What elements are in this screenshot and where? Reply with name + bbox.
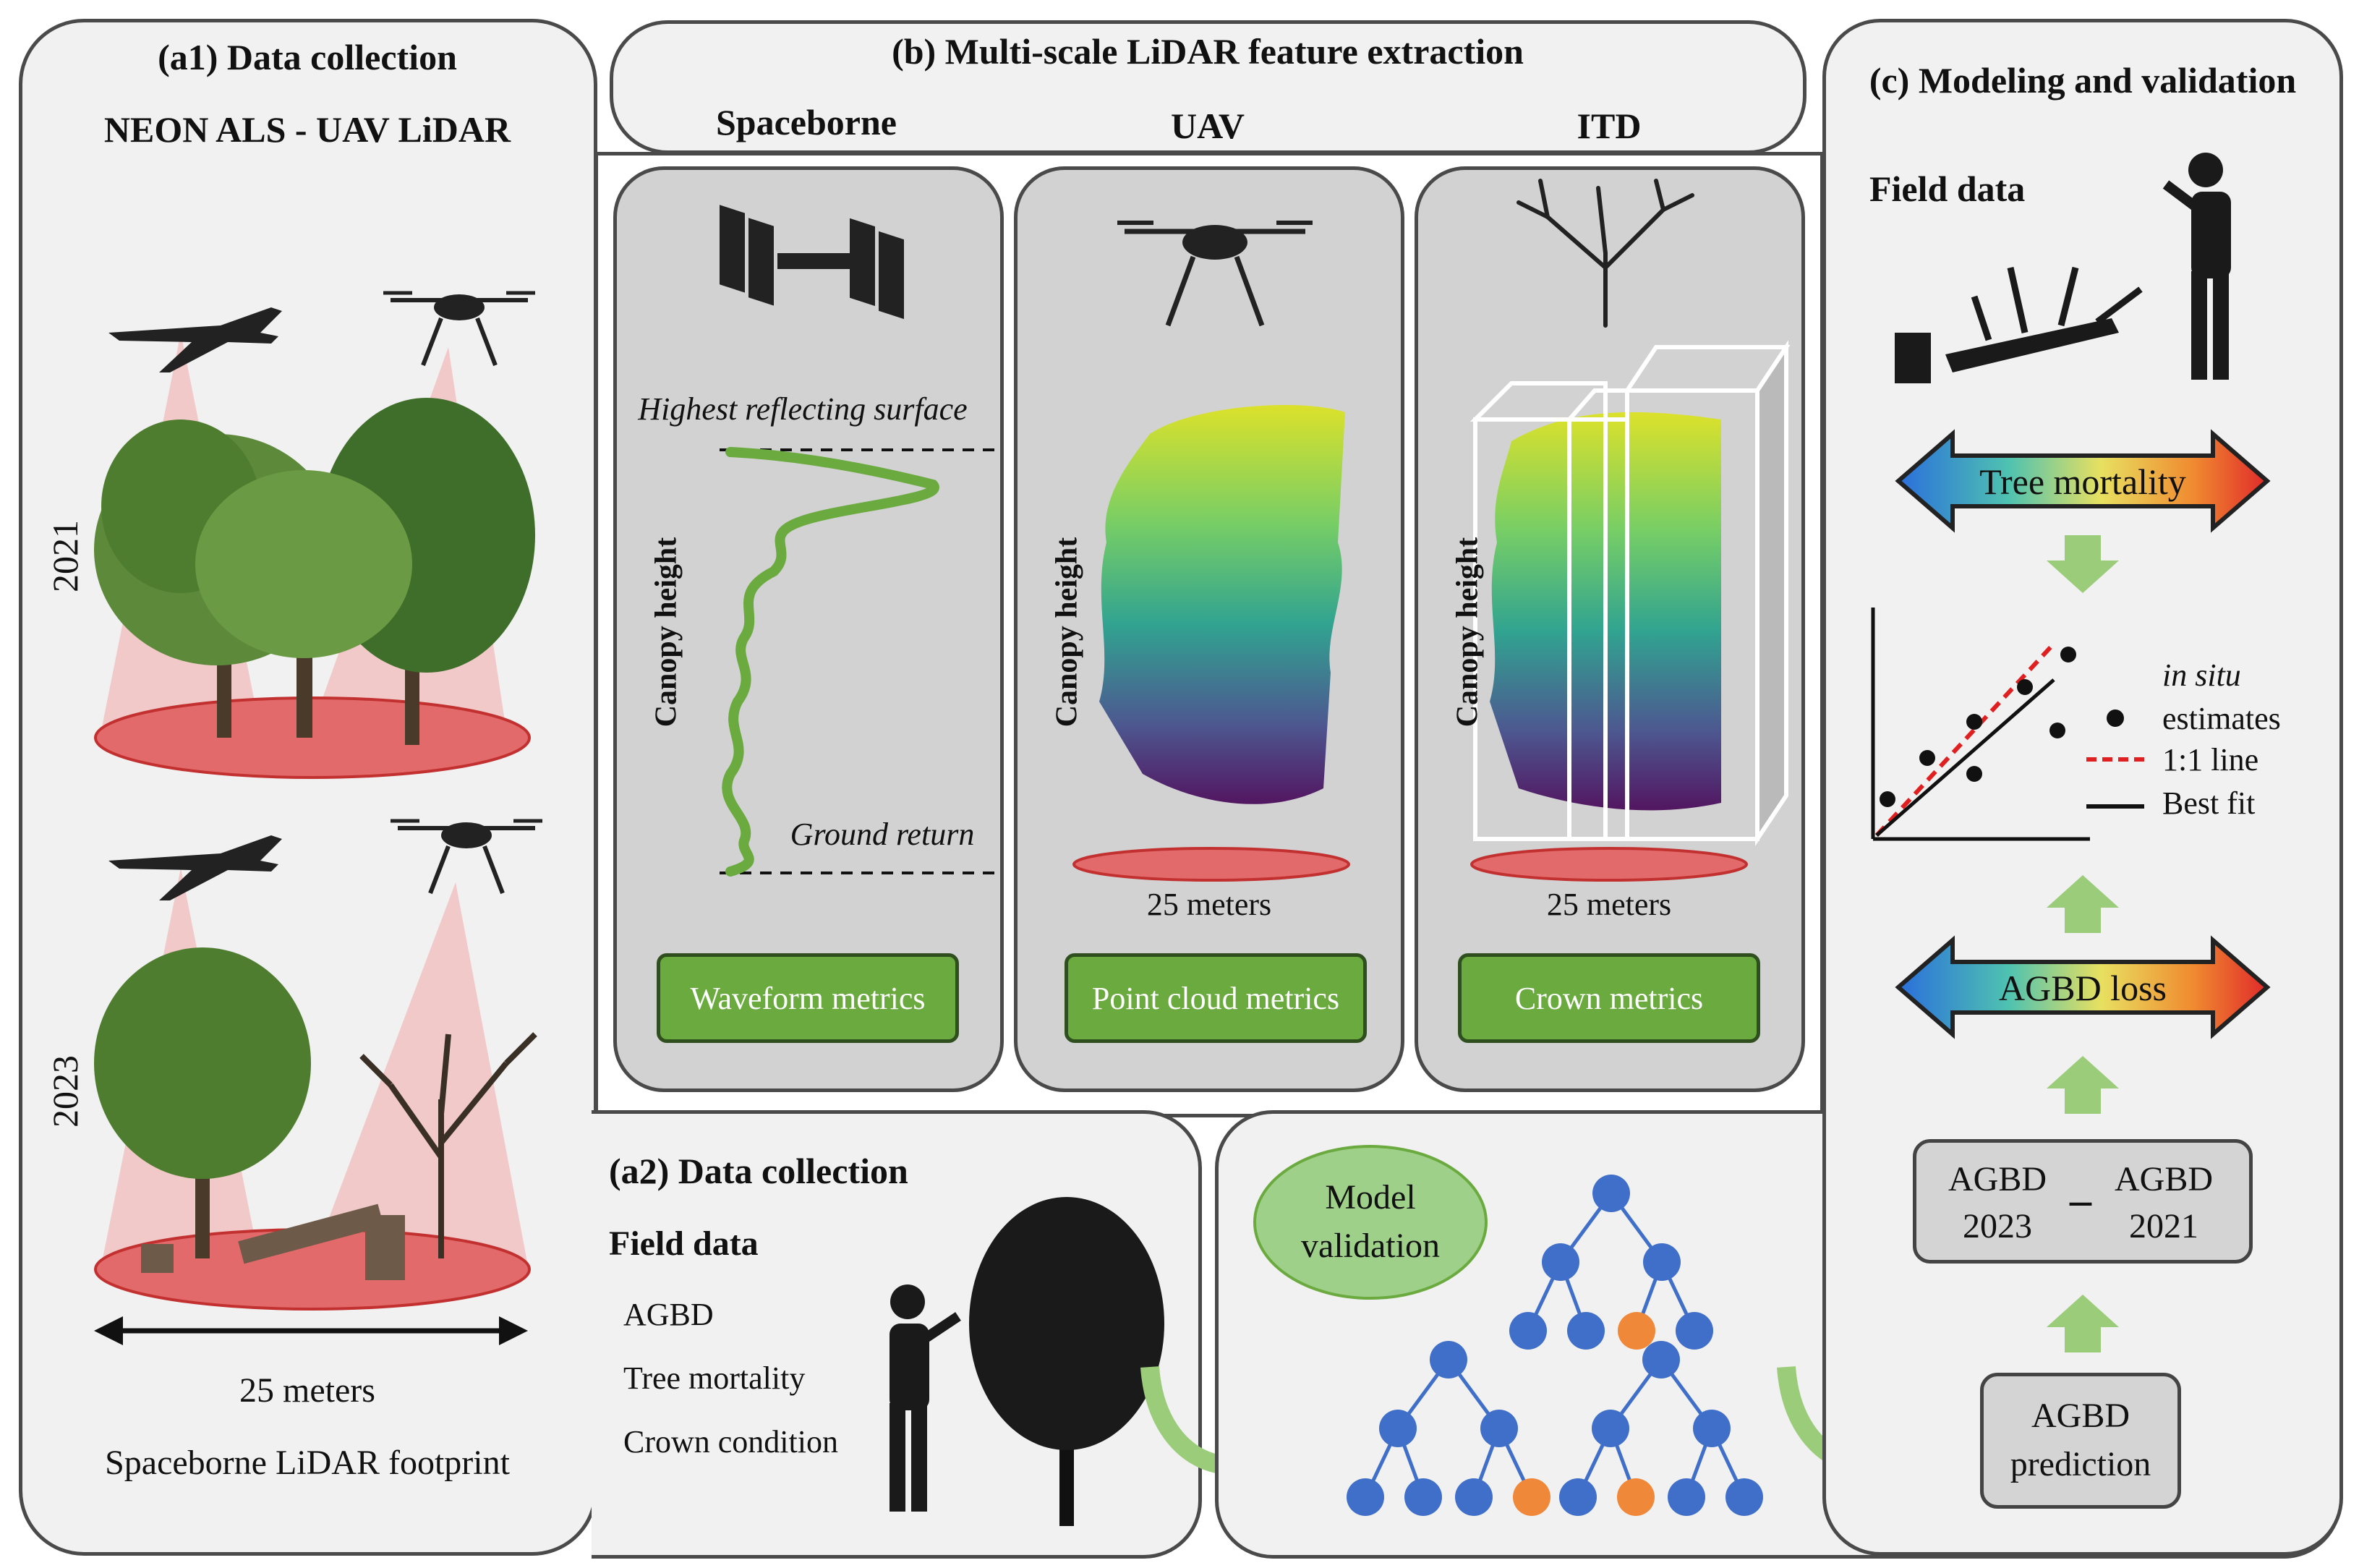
waveform-plot <box>720 447 994 877</box>
a1-title: (a1) Data collection <box>158 37 457 77</box>
plane-icon <box>108 835 282 900</box>
agbd-prediction-label-1: AGBD <box>2031 1397 2130 1435</box>
scale-arrow-icon <box>94 1316 528 1345</box>
panel-c <box>1822 19 2343 1556</box>
up-arrow-icon <box>2047 1295 2119 1352</box>
minus-sign: – <box>2070 1176 2091 1224</box>
scatter-point <box>2049 723 2065 738</box>
drone-icon <box>1117 221 1313 327</box>
best-fit-line <box>1875 678 2055 837</box>
uav-footprint <box>1072 847 1350 882</box>
dead-tree-icon <box>1516 179 1694 328</box>
a2-title: (a2) Data collection <box>609 1151 908 1191</box>
plane-icon <box>108 307 282 372</box>
scatter-point <box>1880 791 1895 807</box>
b-col3-scale: 25 meters <box>1546 887 1672 922</box>
point-cloud-metrics-button[interactable]: Point cloud metrics <box>1065 953 1367 1043</box>
legend-one-to-one: 1:1 line <box>2162 742 2259 777</box>
agbd-prediction-label-2: prediction <box>2010 1445 2151 1483</box>
c-field-label: Field data <box>1869 169 2026 209</box>
bidirectional-gradient-arrow-icon <box>1895 935 2271 1039</box>
bidirectional-gradient-arrow-icon <box>1895 429 2271 533</box>
crown-metrics-button[interactable]: Crown metrics <box>1458 953 1760 1043</box>
legend-insitu: in situ <box>2162 657 2241 693</box>
waveform-metrics-button[interactable]: Waveform metrics <box>657 953 959 1043</box>
satellite-icon <box>720 205 904 320</box>
b-col1-canopy-label: Canopy height <box>649 537 683 728</box>
dead-tree-icon <box>359 1032 537 1258</box>
scatter-point <box>2060 647 2076 662</box>
agbd-difference-box <box>1913 1139 2253 1264</box>
b-col3-label: ITD <box>1577 106 1642 146</box>
b-col2-label: UAV <box>1171 106 1245 146</box>
legend-dashed-line-icon <box>2086 757 2144 762</box>
highest-surface-label: Highest reflecting surface <box>638 391 968 427</box>
agbd-2021-label-2: 2021 <box>2129 1207 2198 1245</box>
drone-icon <box>391 819 542 895</box>
scatter-point <box>1966 714 1982 730</box>
tree-icon <box>969 1197 1164 1526</box>
scatter-point <box>1919 750 1935 766</box>
b-col1-label: Spaceborne <box>716 102 897 142</box>
a2-item-mortality: Tree mortality <box>623 1360 806 1396</box>
up-arrow-icon <box>2047 1056 2119 1114</box>
agbd-2021-label-1: AGBD <box>2114 1160 2214 1198</box>
up-arrow-icon <box>2047 875 2119 933</box>
a1-footprint-label: Spaceborne LiDAR footprint <box>105 1444 510 1482</box>
validation-scatter-plot <box>1871 608 2090 841</box>
person-icon <box>890 1284 961 1512</box>
person-icon <box>2162 153 2231 380</box>
crown-boxes <box>1469 340 1791 846</box>
drone-icon <box>383 291 535 367</box>
a2-item-crown: Crown condition <box>623 1424 838 1460</box>
one-to-one-line <box>1874 642 2056 838</box>
model-validation-ellipse <box>1253 1145 1488 1300</box>
legend-best-fit: Best fit <box>2162 785 2256 821</box>
c-title: (c) Modeling and validation <box>1869 60 2297 101</box>
ground-return-label: Ground return <box>790 817 975 852</box>
legend-dot-icon <box>2107 710 2124 727</box>
b-col2-scale: 25 meters <box>1146 887 1272 922</box>
a1-illustration-2023 <box>94 868 537 1311</box>
agbd-2023-label-1: AGBD <box>1948 1160 2047 1198</box>
a1-scale-label: 25 meters <box>239 1371 375 1410</box>
itd-footprint <box>1470 847 1748 882</box>
panel-b-header <box>610 20 1806 154</box>
model-validation-label-1: Model <box>1325 1178 1416 1217</box>
legend-estimates: estimates <box>2162 701 2281 736</box>
agbd-prediction-box <box>1980 1373 2181 1509</box>
model-validation-label-2: validation <box>1301 1227 1440 1265</box>
scatter-point <box>2017 679 2033 695</box>
agbd-2023-label-2: 2023 <box>1963 1207 2032 1245</box>
tree-mortality-label: Tree mortality <box>1979 461 2186 502</box>
down-arrow-icon <box>2047 535 2119 593</box>
b-col2-canopy-label: Canopy height <box>1050 537 1084 728</box>
a1-illustration-2021 <box>94 333 535 779</box>
legend-solid-line-icon <box>2086 804 2144 809</box>
b-col3-canopy-label: Canopy height <box>1451 537 1485 728</box>
a2-item-agbd: AGBD <box>623 1297 714 1332</box>
b-title: (b) Multi-scale LiDAR feature extraction <box>892 31 1524 72</box>
b-col1-panel <box>613 166 1004 1092</box>
uav-point-cloud <box>1099 405 1345 804</box>
scatter-point <box>1966 766 1982 782</box>
a2-field-label: Field data <box>609 1224 759 1263</box>
a1-subtitle: NEON ALS - UAV LiDAR <box>103 109 511 150</box>
agbd-loss-label: AGBD loss <box>1999 968 2167 1008</box>
fallen-log-icon <box>1895 266 2143 383</box>
tree-icon <box>94 398 535 745</box>
year-2023-label: 2023 <box>45 1055 85 1128</box>
